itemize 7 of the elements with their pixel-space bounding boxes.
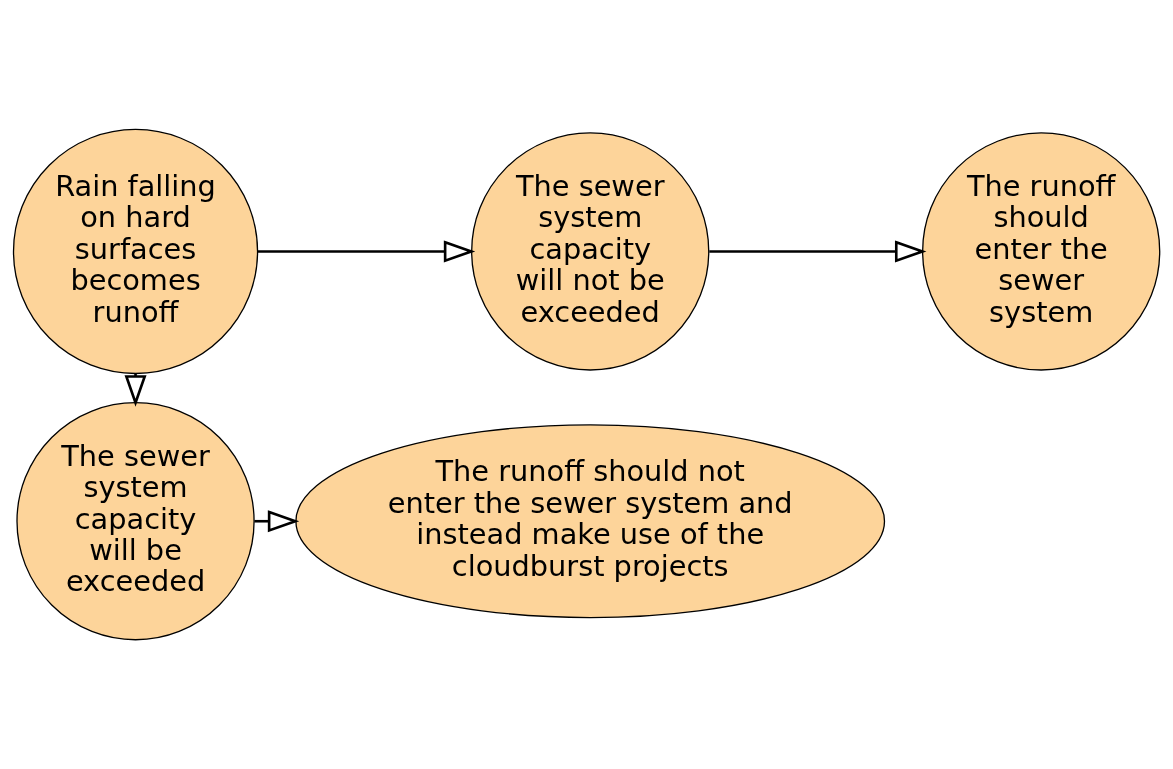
node-circle: The sewer system capacity will not be exceeded: [471, 132, 710, 371]
arrow: [709, 240, 927, 263]
node-circle: The sewer system capacity will be exceeded: [16, 402, 255, 641]
node-circle: The runoff should enter the sewer system: [921, 132, 1161, 371]
arrow: [258, 240, 476, 263]
arrow: [254, 510, 300, 533]
node-ellipse: The runoff should not enter the sewer system and instead make use of the cloudburst projects: [295, 424, 886, 619]
